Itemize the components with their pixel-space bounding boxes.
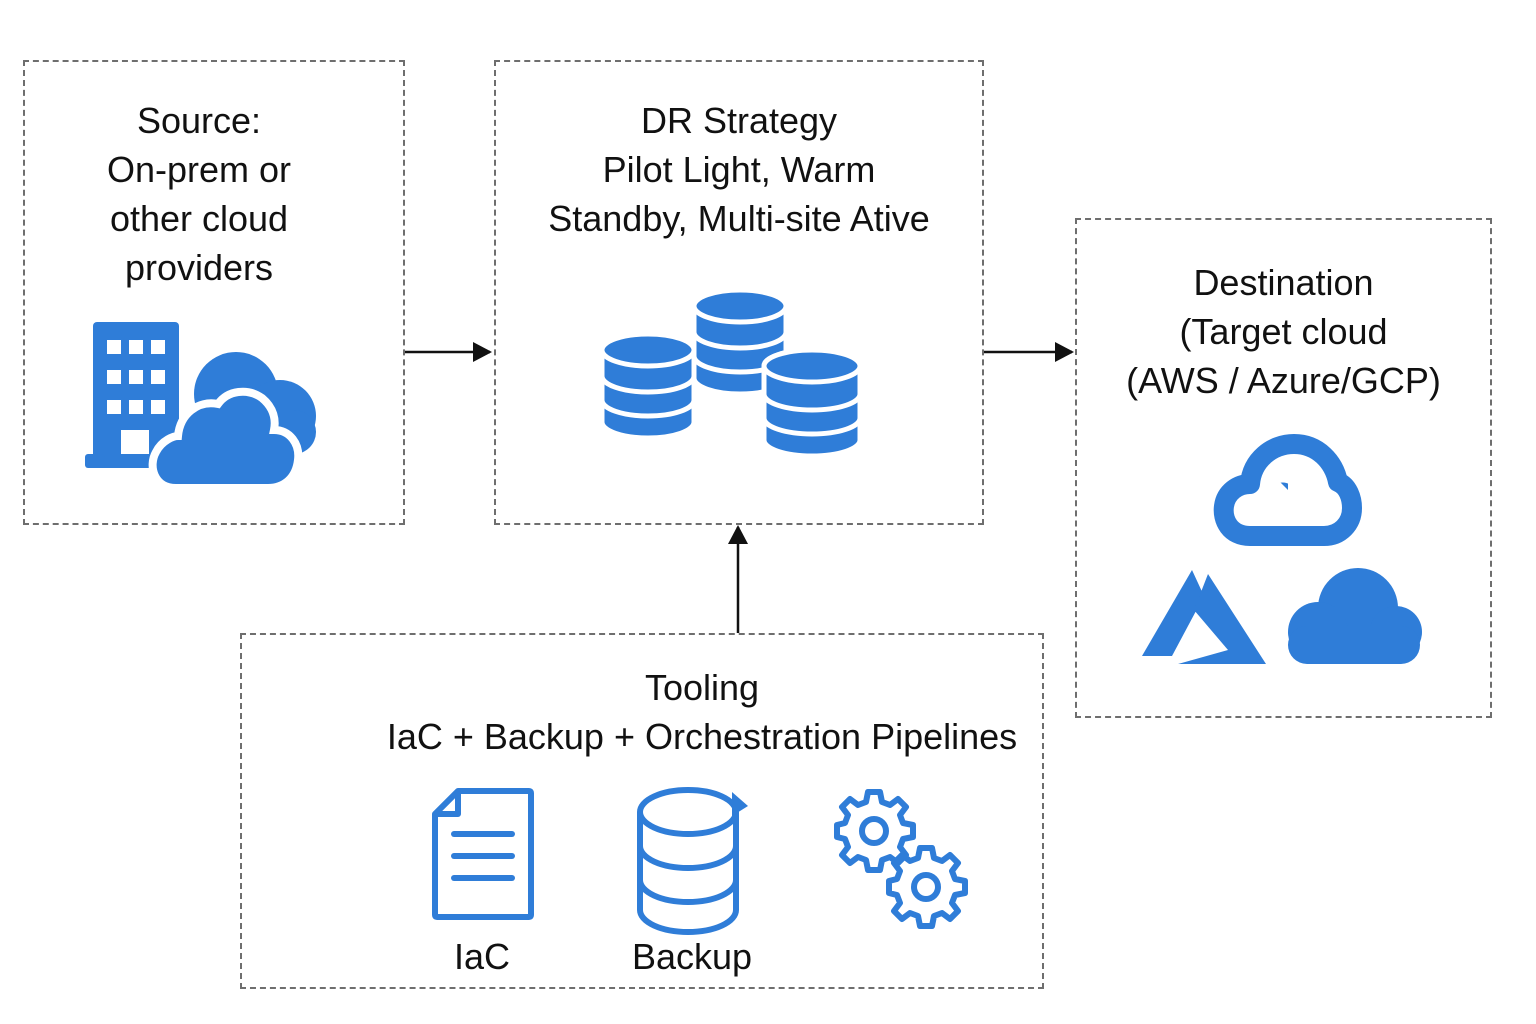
source-box: Source: On-prem or other cloud providers xyxy=(23,60,405,525)
azure-icon xyxy=(1142,570,1266,664)
tooling-item-label: IaC xyxy=(453,936,511,977)
gears-icon xyxy=(834,789,968,929)
tooling-box: Tooling IaC + Backup + Orchestration Pip… xyxy=(240,633,1044,989)
arrow-source-to-strategy xyxy=(404,342,492,362)
strategy-box: DR Strategy Pilot Light, Warm Standby, M… xyxy=(494,60,984,525)
cloud-icon xyxy=(148,352,316,492)
arrow-strategy-to-destination xyxy=(984,342,1074,362)
cloud-icon xyxy=(1288,568,1422,664)
strategy-title: DR Strategy Pilot Light, Warm Standby, M… xyxy=(548,100,930,239)
database-icon xyxy=(761,347,863,459)
building-icon xyxy=(85,322,179,468)
source-title: Source: On-prem or other cloud providers xyxy=(106,100,292,288)
google-cloud-icon xyxy=(1213,434,1362,546)
destination-title: Destination (Target cloud (AWS / Azure/G… xyxy=(1126,262,1441,401)
document-icon xyxy=(432,788,534,920)
destination-box: Destination (Target cloud (AWS / Azure/G… xyxy=(1075,218,1492,718)
database-icon xyxy=(599,331,697,441)
database-sync-icon xyxy=(637,787,748,935)
tooling-title: Tooling IaC + Backup + Orchestration Pip… xyxy=(386,667,1018,757)
arrow-tooling-to-strategy xyxy=(728,525,748,633)
tooling-item-label: Backup xyxy=(631,936,753,977)
